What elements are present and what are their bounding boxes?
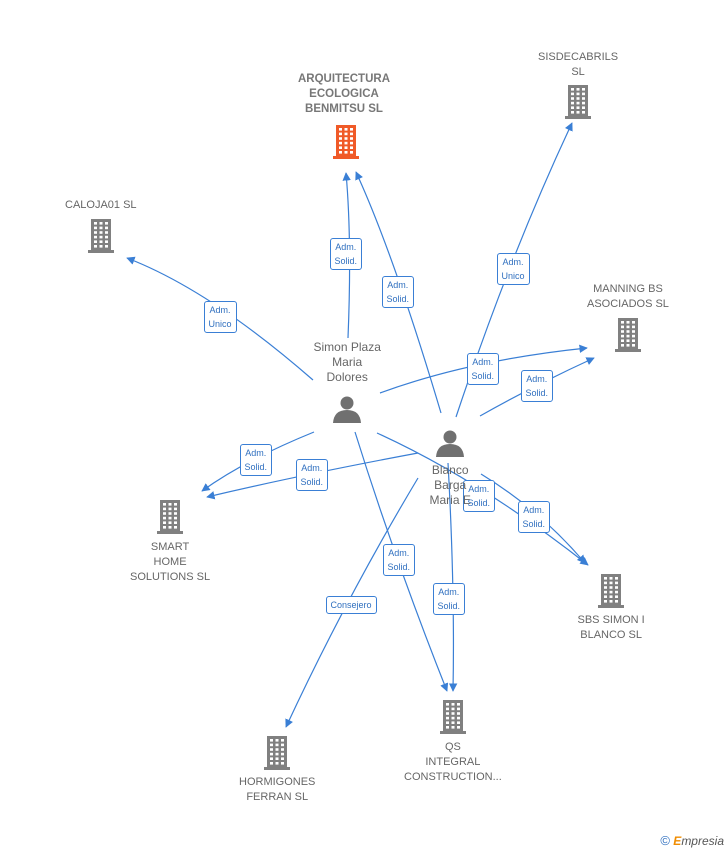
edge-label-simon-qs[interactable]: Adm. Solid. [382, 544, 416, 576]
building-icon[interactable] [264, 736, 290, 770]
company-label-sbs[interactable]: SBS SIMON I BLANCO SL [578, 613, 645, 643]
edge-label-line: Unico [501, 271, 525, 281]
building-icon[interactable] [88, 219, 114, 253]
edge-label-blanco-sisdecabrils[interactable]: Adm. Unico [496, 253, 530, 285]
edge-label-simon-arquitectura[interactable]: Adm. Solid. [329, 238, 363, 270]
edge-label-line: Adm. [526, 374, 548, 384]
building-icon[interactable] [565, 85, 591, 119]
edge-label-line: Unico [208, 319, 232, 329]
edge-label-blanco-smarthome[interactable]: Adm. Solid. [295, 459, 329, 491]
edge-label-blanco-manning[interactable]: Adm. Solid. [520, 370, 554, 402]
edge-blanco-arquitectura [355, 171, 442, 414]
edge-label-line: Adm. [335, 242, 357, 252]
person-icon[interactable] [436, 430, 464, 458]
company-label-sbs-line: SBS SIMON I [577, 614, 645, 626]
company-label-sisdecabrils-line: SL [571, 66, 585, 78]
edge-label-blanco-sbs[interactable]: Adm. Solid. [517, 501, 551, 533]
company-label-sisdecabrils-line: SISDECABRILS [538, 51, 619, 63]
person-label-simon-line: Simon Plaza [313, 340, 381, 354]
company-label-smarthome-line: SMART [150, 541, 190, 553]
company-label-arquitectura-line: BENMITSU SL [305, 103, 383, 115]
edge-label-line: Adm. [523, 505, 545, 515]
company-label-arquitectura-line: ECOLOGICA [309, 88, 379, 100]
building-icon[interactable] [157, 500, 183, 534]
edge-label-line: Solid. [467, 498, 491, 508]
edge-label-line: Solid. [387, 562, 411, 572]
company-label-qs[interactable]: QS INTEGRAL CONSTRUCTION... [404, 740, 502, 785]
company-label-qs-line: INTEGRAL [425, 756, 481, 768]
edge-label-simon-sbs[interactable]: Adm. Solid. [462, 480, 496, 512]
company-label-manning-line: ASOCIADOS SL [587, 298, 669, 310]
company-label-smarthome-line: SOLUTIONS SL [130, 571, 211, 583]
building-icon[interactable] [615, 318, 641, 352]
company-label-sbs-line: BLANCO SL [580, 629, 642, 641]
company-label-caloja01-line: CALOJA01 SL [65, 199, 137, 211]
building-icon[interactable] [440, 700, 466, 734]
person-label-blanco-line: Barga [434, 478, 467, 492]
edge-label-simon-smarthome[interactable]: Adm. Solid. [239, 444, 273, 476]
edge-label-blanco-arquitectura[interactable]: Adm. Solid. [381, 276, 415, 308]
company-label-hormigones-line: HORMIGONES [239, 776, 316, 788]
edge-label-blanco-hormigones[interactable]: Consejero [325, 596, 377, 614]
edge-label-line: Adm. [472, 357, 494, 367]
company-label-arquitectura[interactable]: ARQUITECTURA ECOLOGICA BENMITSU SL [298, 72, 390, 117]
edge-label-simon-caloja01[interactable]: Adm. Unico [203, 301, 237, 333]
company-label-qs-line: QS [444, 741, 461, 753]
edge-label-line: Adm. [387, 280, 409, 290]
company-label-caloja01[interactable]: CALOJA01 SL [65, 198, 137, 213]
edge-label-line: Adm. [245, 448, 267, 458]
icon-layer [88, 85, 641, 770]
brand-logo: Empresia [673, 834, 724, 848]
building-icon[interactable] [598, 574, 624, 608]
company-label-smarthome-line: HOME [153, 556, 187, 568]
edge-label-line: Solid. [522, 519, 546, 529]
edge-label-line: Consejero [330, 600, 372, 610]
edge-label-simon-manning[interactable]: Adm. Solid. [466, 353, 500, 385]
company-label-sisdecabrils[interactable]: SISDECABRILS SL [538, 50, 618, 80]
person-label-simon-line: Dolores [326, 370, 368, 384]
edge-label-line: Solid. [525, 388, 549, 398]
person-icon[interactable] [333, 396, 361, 424]
footer-brand: © Empresia [660, 833, 724, 848]
edge-label-line: Adm. [438, 587, 460, 597]
edge-label-blanco-qs[interactable]: Adm. Solid. [432, 583, 466, 615]
company-label-hormigones[interactable]: HORMIGONES FERRAN SL [239, 775, 315, 805]
person-label-blanco-line: Blanco [431, 463, 469, 477]
edge-label-line: Solid. [244, 462, 268, 472]
edge-label-line: Adm. [209, 305, 231, 315]
edge-layer [126, 122, 595, 728]
company-label-arquitectura-line: ARQUITECTURA [298, 73, 390, 85]
company-label-smarthome[interactable]: SMART HOME SOLUTIONS SL [130, 540, 210, 585]
person-label-simon-line: Maria [332, 355, 363, 369]
edge-label-line: Adm. [468, 484, 490, 494]
edge-label-line: Solid. [437, 601, 461, 611]
building-icon[interactable] [333, 125, 359, 159]
company-label-manning-line: MANNING BS [593, 283, 663, 295]
company-label-manning[interactable]: MANNING BS ASOCIADOS SL [587, 282, 669, 312]
edge-label-line: Adm. [301, 463, 323, 473]
edge-label-line: Solid. [386, 294, 410, 304]
copyright-symbol: © [660, 833, 670, 848]
edge-label-line: Solid. [471, 371, 495, 381]
company-label-qs-line: CONSTRUCTION... [404, 771, 502, 783]
edge-label-line: Solid. [334, 256, 358, 266]
edge-label-line: Adm. [388, 548, 410, 558]
edge-label-line: Solid. [300, 477, 324, 487]
edge-label-line: Adm. [502, 257, 524, 267]
person-label-blanco-line: Maria E [429, 493, 471, 507]
company-label-hormigones-line: FERRAN SL [246, 791, 309, 803]
